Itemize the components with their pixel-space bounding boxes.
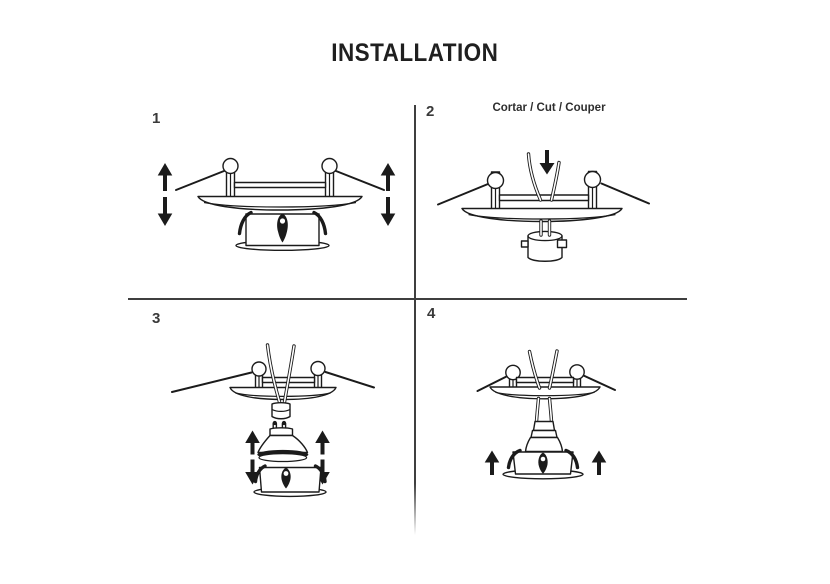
spring-clips	[476, 364, 616, 392]
trim-ring	[197, 195, 363, 211]
housing	[502, 448, 584, 480]
step2-diagram	[437, 150, 650, 262]
spring-clips	[437, 170, 650, 210]
step1-number: 1	[152, 110, 161, 127]
mains-wires	[265, 343, 296, 404]
trim-ring	[229, 386, 337, 401]
up-arrow-left-icon	[484, 450, 500, 475]
mains-wires	[527, 349, 559, 424]
step2-number: 2	[426, 103, 435, 120]
trim-ring	[461, 207, 623, 223]
page-title: INSTALLATION	[0, 41, 830, 66]
up-arrow-right-icon	[591, 450, 607, 475]
step4-number: 4	[427, 305, 436, 322]
vertical-divider	[414, 105, 416, 535]
spring-clips	[175, 157, 385, 198]
page-title-text: INSTALLATION	[331, 39, 499, 67]
lamp-socket	[520, 230, 568, 262]
housing	[253, 464, 327, 498]
step3-number: 3	[152, 310, 161, 327]
up-down-arrow-left-icon	[157, 163, 173, 226]
step1-diagram	[157, 157, 396, 251]
step4-diagram	[476, 349, 616, 480]
gu10-bulb	[257, 420, 309, 463]
step2-caption: Cortar / Cut / Couper	[492, 102, 606, 114]
trim-ring	[489, 386, 601, 400]
housing	[235, 210, 330, 251]
lamp-socket-with-bulb	[524, 420, 564, 453]
socket-wires	[539, 219, 552, 237]
step3-diagram	[171, 343, 375, 498]
up-down-arrow-right-icon	[380, 163, 396, 226]
lamp-socket	[271, 401, 291, 420]
mains-wires	[526, 152, 561, 202]
cut-down-arrow-icon	[539, 150, 555, 175]
horizontal-divider	[128, 298, 687, 300]
